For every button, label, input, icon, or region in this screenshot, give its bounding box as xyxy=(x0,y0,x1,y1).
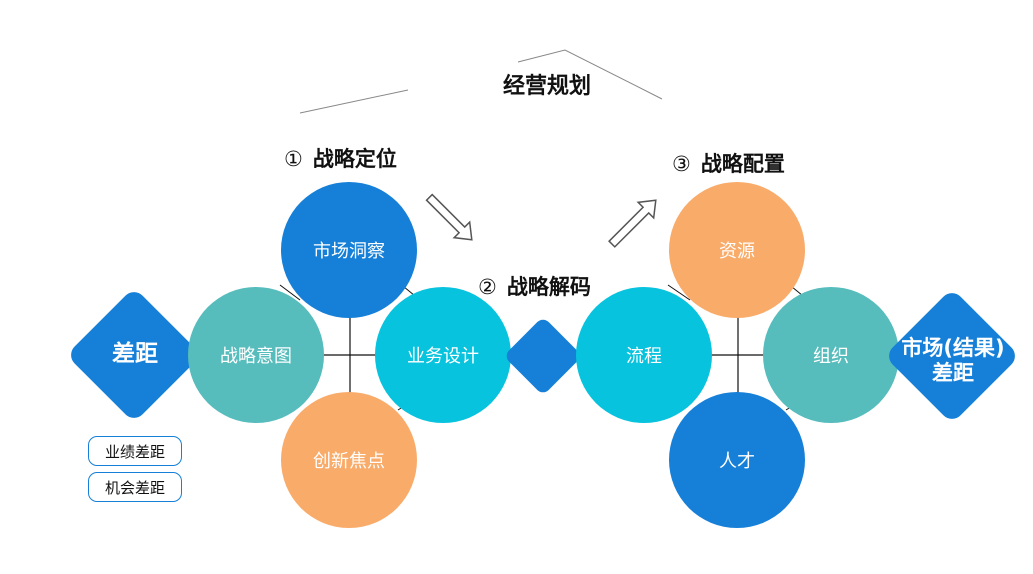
talent-circle: 人才 xyxy=(669,392,805,528)
left-link-tl xyxy=(279,284,301,301)
title-banner-outline xyxy=(299,89,409,114)
innovation-focus-circle: 创新焦点 xyxy=(281,392,417,528)
right-gap-line1: 市场(结果) xyxy=(901,335,1005,360)
process-circle: 流程 xyxy=(576,287,712,423)
market-insight-circle: 市场洞察 xyxy=(281,182,417,318)
right-link-tl xyxy=(667,284,691,301)
left-gap-label: 差距 xyxy=(112,341,158,368)
resources-circle: 资源 xyxy=(669,182,805,318)
opportunity-gap-pill: 机会差距 xyxy=(88,472,182,502)
right-gap-line2: 差距 xyxy=(932,361,974,385)
business-design-circle: 业务设计 xyxy=(375,287,511,423)
performance-gap-pill: 业绩差距 xyxy=(88,436,182,466)
page-title: 经营规划 xyxy=(503,74,592,99)
right-market-gap-label: 市场(结果) 差距 xyxy=(878,330,1028,392)
arrow-down-right-icon xyxy=(425,193,473,241)
title-banner-outline-right xyxy=(517,49,663,100)
organization-circle: 组织 xyxy=(763,287,899,423)
arrow-up-right-icon xyxy=(608,199,657,248)
strategic-intent-circle: 战略意图 xyxy=(188,287,324,423)
